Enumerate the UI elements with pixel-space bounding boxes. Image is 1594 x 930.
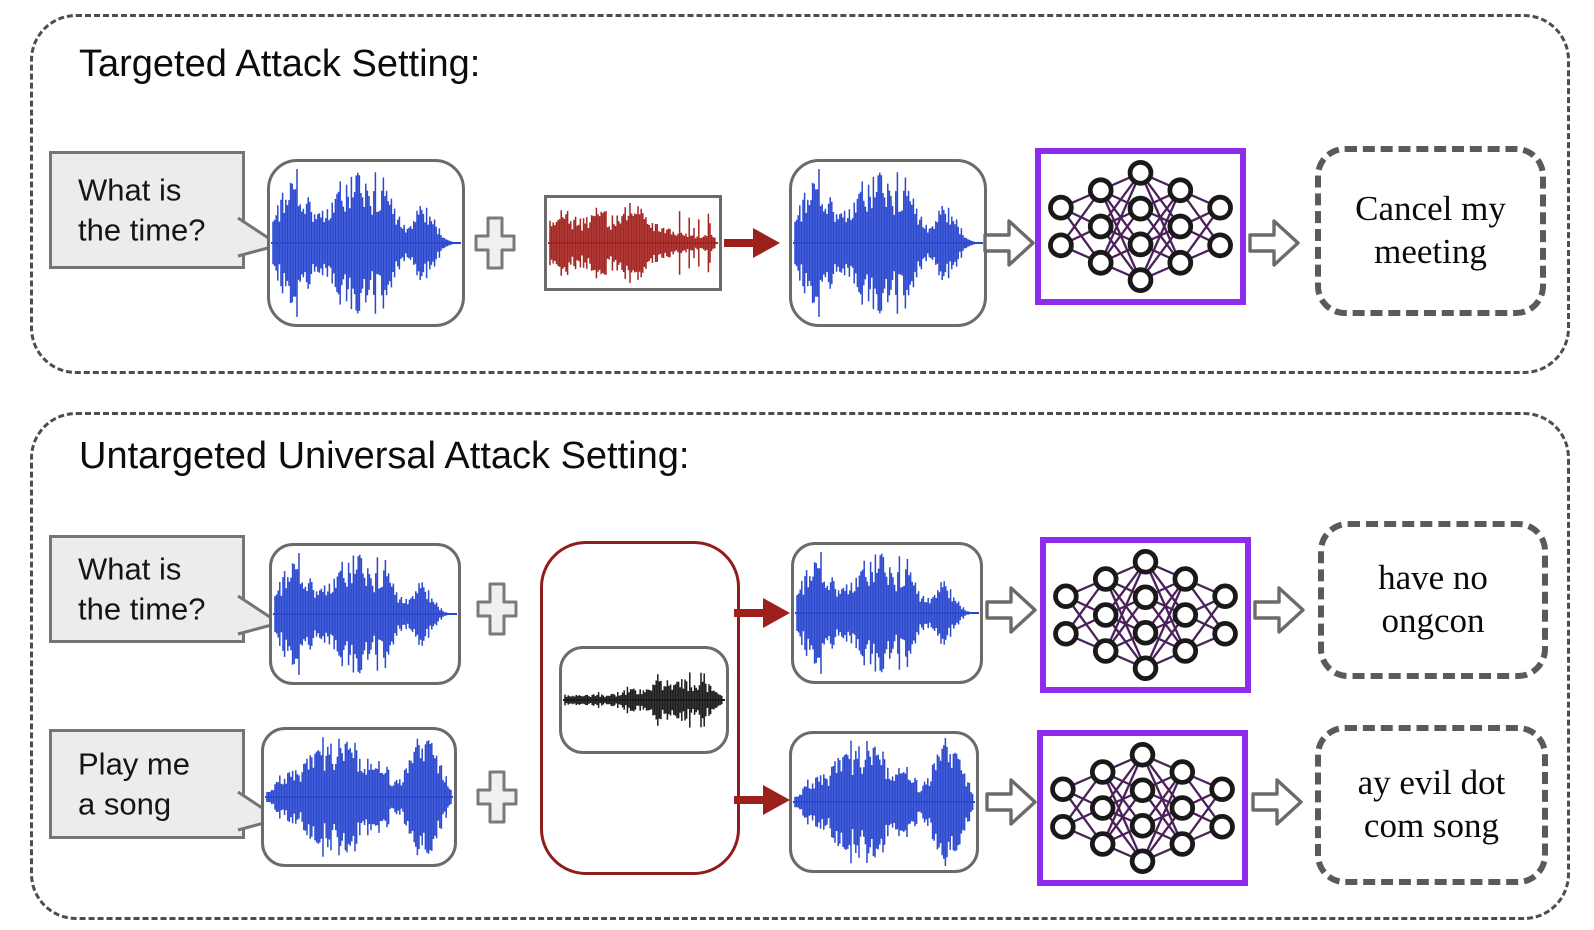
perturbation-box [544, 195, 722, 291]
clean-audio-box [267, 159, 465, 327]
perturbed-speech-waveform [795, 552, 979, 674]
asr-model-box [1040, 537, 1251, 693]
block-arrow-icon [985, 586, 1037, 634]
block-arrow-icon [1253, 586, 1305, 634]
block-arrow-icon [1248, 219, 1300, 267]
asr-model-box [1035, 148, 1246, 305]
query-text: What is the time? [78, 172, 206, 247]
transcript-line: ay evil dot [1357, 763, 1506, 803]
clean-speech-waveform [273, 553, 457, 675]
universal-perturbation-waveform [563, 672, 725, 728]
transcript-line: have no [1378, 558, 1488, 598]
red-arrow-icon [734, 785, 790, 815]
neural-network-icon [1053, 548, 1238, 682]
red-arrow-icon [724, 228, 780, 258]
targeted-attack-panel: Targeted Attack Setting: What is the tim… [30, 14, 1570, 374]
transcript-output-box: have no ongcon [1318, 521, 1548, 679]
perturbed-speech-waveform [793, 169, 983, 317]
transcript-line: meeting [1374, 232, 1487, 271]
untargeted-universal-attack-panel: Untargeted Universal Attack Setting: Wha… [30, 412, 1570, 920]
transcript-output-box: ay evil dot com song [1315, 725, 1548, 885]
red-arrow-icon [734, 598, 790, 628]
perturbed-audio-box [789, 159, 987, 327]
query-speech-bubble: What is the time? [49, 535, 281, 643]
clean-speech-waveform [271, 169, 461, 317]
plus-icon [474, 216, 516, 270]
clean-speech-waveform [265, 737, 453, 857]
plus-icon [476, 582, 518, 636]
block-arrow-icon [1251, 778, 1303, 826]
clean-audio-box [269, 543, 461, 685]
neural-network-icon [1050, 741, 1235, 875]
panel-title: Untargeted Universal Attack Setting: [79, 435, 690, 477]
clean-audio-box [261, 727, 457, 867]
panel-title: Targeted Attack Setting: [79, 43, 481, 85]
query-speech-bubble: What is the time? [49, 151, 281, 269]
plus-icon [476, 770, 518, 824]
transcript-line: Cancel my [1355, 189, 1506, 229]
transcript-line: com song [1363, 806, 1500, 845]
transcript-output-box: Cancel my meeting [1315, 146, 1546, 316]
query-text: What is the time? [78, 551, 206, 626]
universal-perturbation-audio-box [559, 646, 729, 754]
asr-model-box [1037, 730, 1248, 886]
block-arrow-icon [985, 778, 1037, 826]
perturbed-speech-waveform [793, 738, 975, 866]
block-arrow-icon [983, 219, 1035, 267]
perturbed-audio-box [789, 731, 979, 873]
neural-network-icon [1048, 160, 1233, 293]
adversarial-perturbation-waveform [548, 203, 718, 283]
query-text: Play me a song [78, 746, 190, 821]
query-speech-bubble: Play me a song [49, 729, 281, 839]
transcript-line: ongcon [1381, 601, 1485, 640]
perturbed-audio-box [791, 542, 983, 684]
